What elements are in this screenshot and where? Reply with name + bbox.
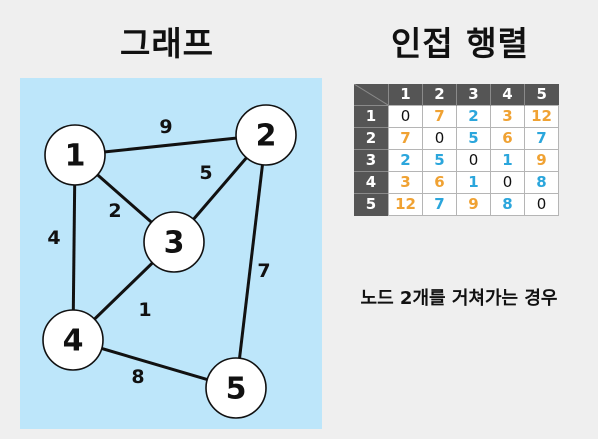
matrix-cell: 8 [524, 171, 559, 194]
edge-weight-2-3: 5 [199, 162, 212, 184]
edge-weight-1-4: 4 [47, 227, 60, 249]
matrix-cell: 5 [456, 127, 491, 150]
matrix-cell: 2 [456, 105, 491, 128]
graph-title: 그래프 [119, 24, 215, 63]
matrix-row-header: 5 [354, 193, 389, 216]
edge-weight-1-2: 9 [159, 116, 172, 138]
matrix-cell: 0 [422, 127, 457, 150]
node-label: 2 [256, 119, 277, 154]
node-label: 4 [63, 324, 84, 359]
matrix-title: 인접 행렬 [391, 24, 529, 63]
matrix-cell: 8 [490, 193, 525, 216]
graph-panel: 9 2 4 5 7 1 8 1 2 3 4 5 [20, 78, 322, 429]
matrix-cell: 7 [422, 193, 457, 216]
node-label: 1 [65, 139, 86, 174]
matrix-column-header: 1 [388, 84, 423, 106]
matrix-cell: 3 [490, 105, 525, 128]
edge-weight-4-5: 8 [131, 366, 144, 388]
node-4: 4 [42, 309, 104, 371]
weight-layer: 9 2 4 5 7 1 8 [47, 116, 270, 388]
node-5: 5 [205, 357, 267, 419]
matrix-row-header: 4 [354, 171, 389, 194]
node-circle [235, 104, 297, 166]
graph-diagram: 9 2 4 5 7 1 8 1 2 3 4 5 [42, 104, 297, 419]
caption: 노드 2개를 거쳐가는 경우 [360, 288, 558, 309]
matrix-row-header: 2 [354, 127, 389, 150]
edge-1-4 [71, 154, 77, 341]
matrix-cell: 12 [524, 105, 559, 128]
matrix-cell: 2 [388, 149, 423, 172]
matrix-column-header: 5 [524, 84, 559, 106]
matrix-cell: 12 [388, 193, 423, 216]
matrix-cell: 5 [422, 149, 457, 172]
matrix-cell: 0 [524, 193, 559, 216]
node-2: 2 [235, 104, 297, 166]
edge-1-2 [74, 133, 267, 157]
node-layer: 1 2 3 4 5 [42, 104, 297, 419]
matrix-cell: 0 [388, 105, 423, 128]
edge-2-5 [234, 134, 268, 389]
matrix-column-header: 2 [422, 84, 457, 106]
node-circle [205, 357, 267, 419]
edge-weight-2-5: 7 [257, 260, 270, 282]
matrix-cell: 1 [456, 171, 491, 194]
matrix-cell: 7 [422, 105, 457, 128]
matrix-cell: 0 [490, 171, 525, 194]
matrix-row-header: 3 [354, 149, 389, 172]
node-3: 3 [143, 211, 205, 273]
node-circle [143, 211, 205, 273]
matrix-corner [354, 84, 389, 106]
matrix-cell: 7 [524, 127, 559, 150]
matrix-cell: 6 [422, 171, 457, 194]
matrix-cell: 3 [388, 171, 423, 194]
matrix-cell: 9 [524, 149, 559, 172]
node-label: 3 [164, 226, 185, 261]
matrix-cell: 7 [388, 127, 423, 150]
node-circle [44, 124, 106, 186]
matrix-column-header: 3 [456, 84, 491, 106]
edge-weight-1-3: 2 [108, 200, 121, 222]
matrix-cell: 1 [490, 149, 525, 172]
matrix-row-header: 1 [354, 105, 389, 128]
matrix-cell: 9 [456, 193, 491, 216]
node-label: 5 [226, 372, 247, 407]
node-circle [42, 309, 104, 371]
node-1: 1 [44, 124, 106, 186]
matrix-cell: 6 [490, 127, 525, 150]
edge-weight-3-4: 1 [138, 299, 151, 321]
matrix-column-header: 4 [490, 84, 525, 106]
matrix-cell: 0 [456, 149, 491, 172]
